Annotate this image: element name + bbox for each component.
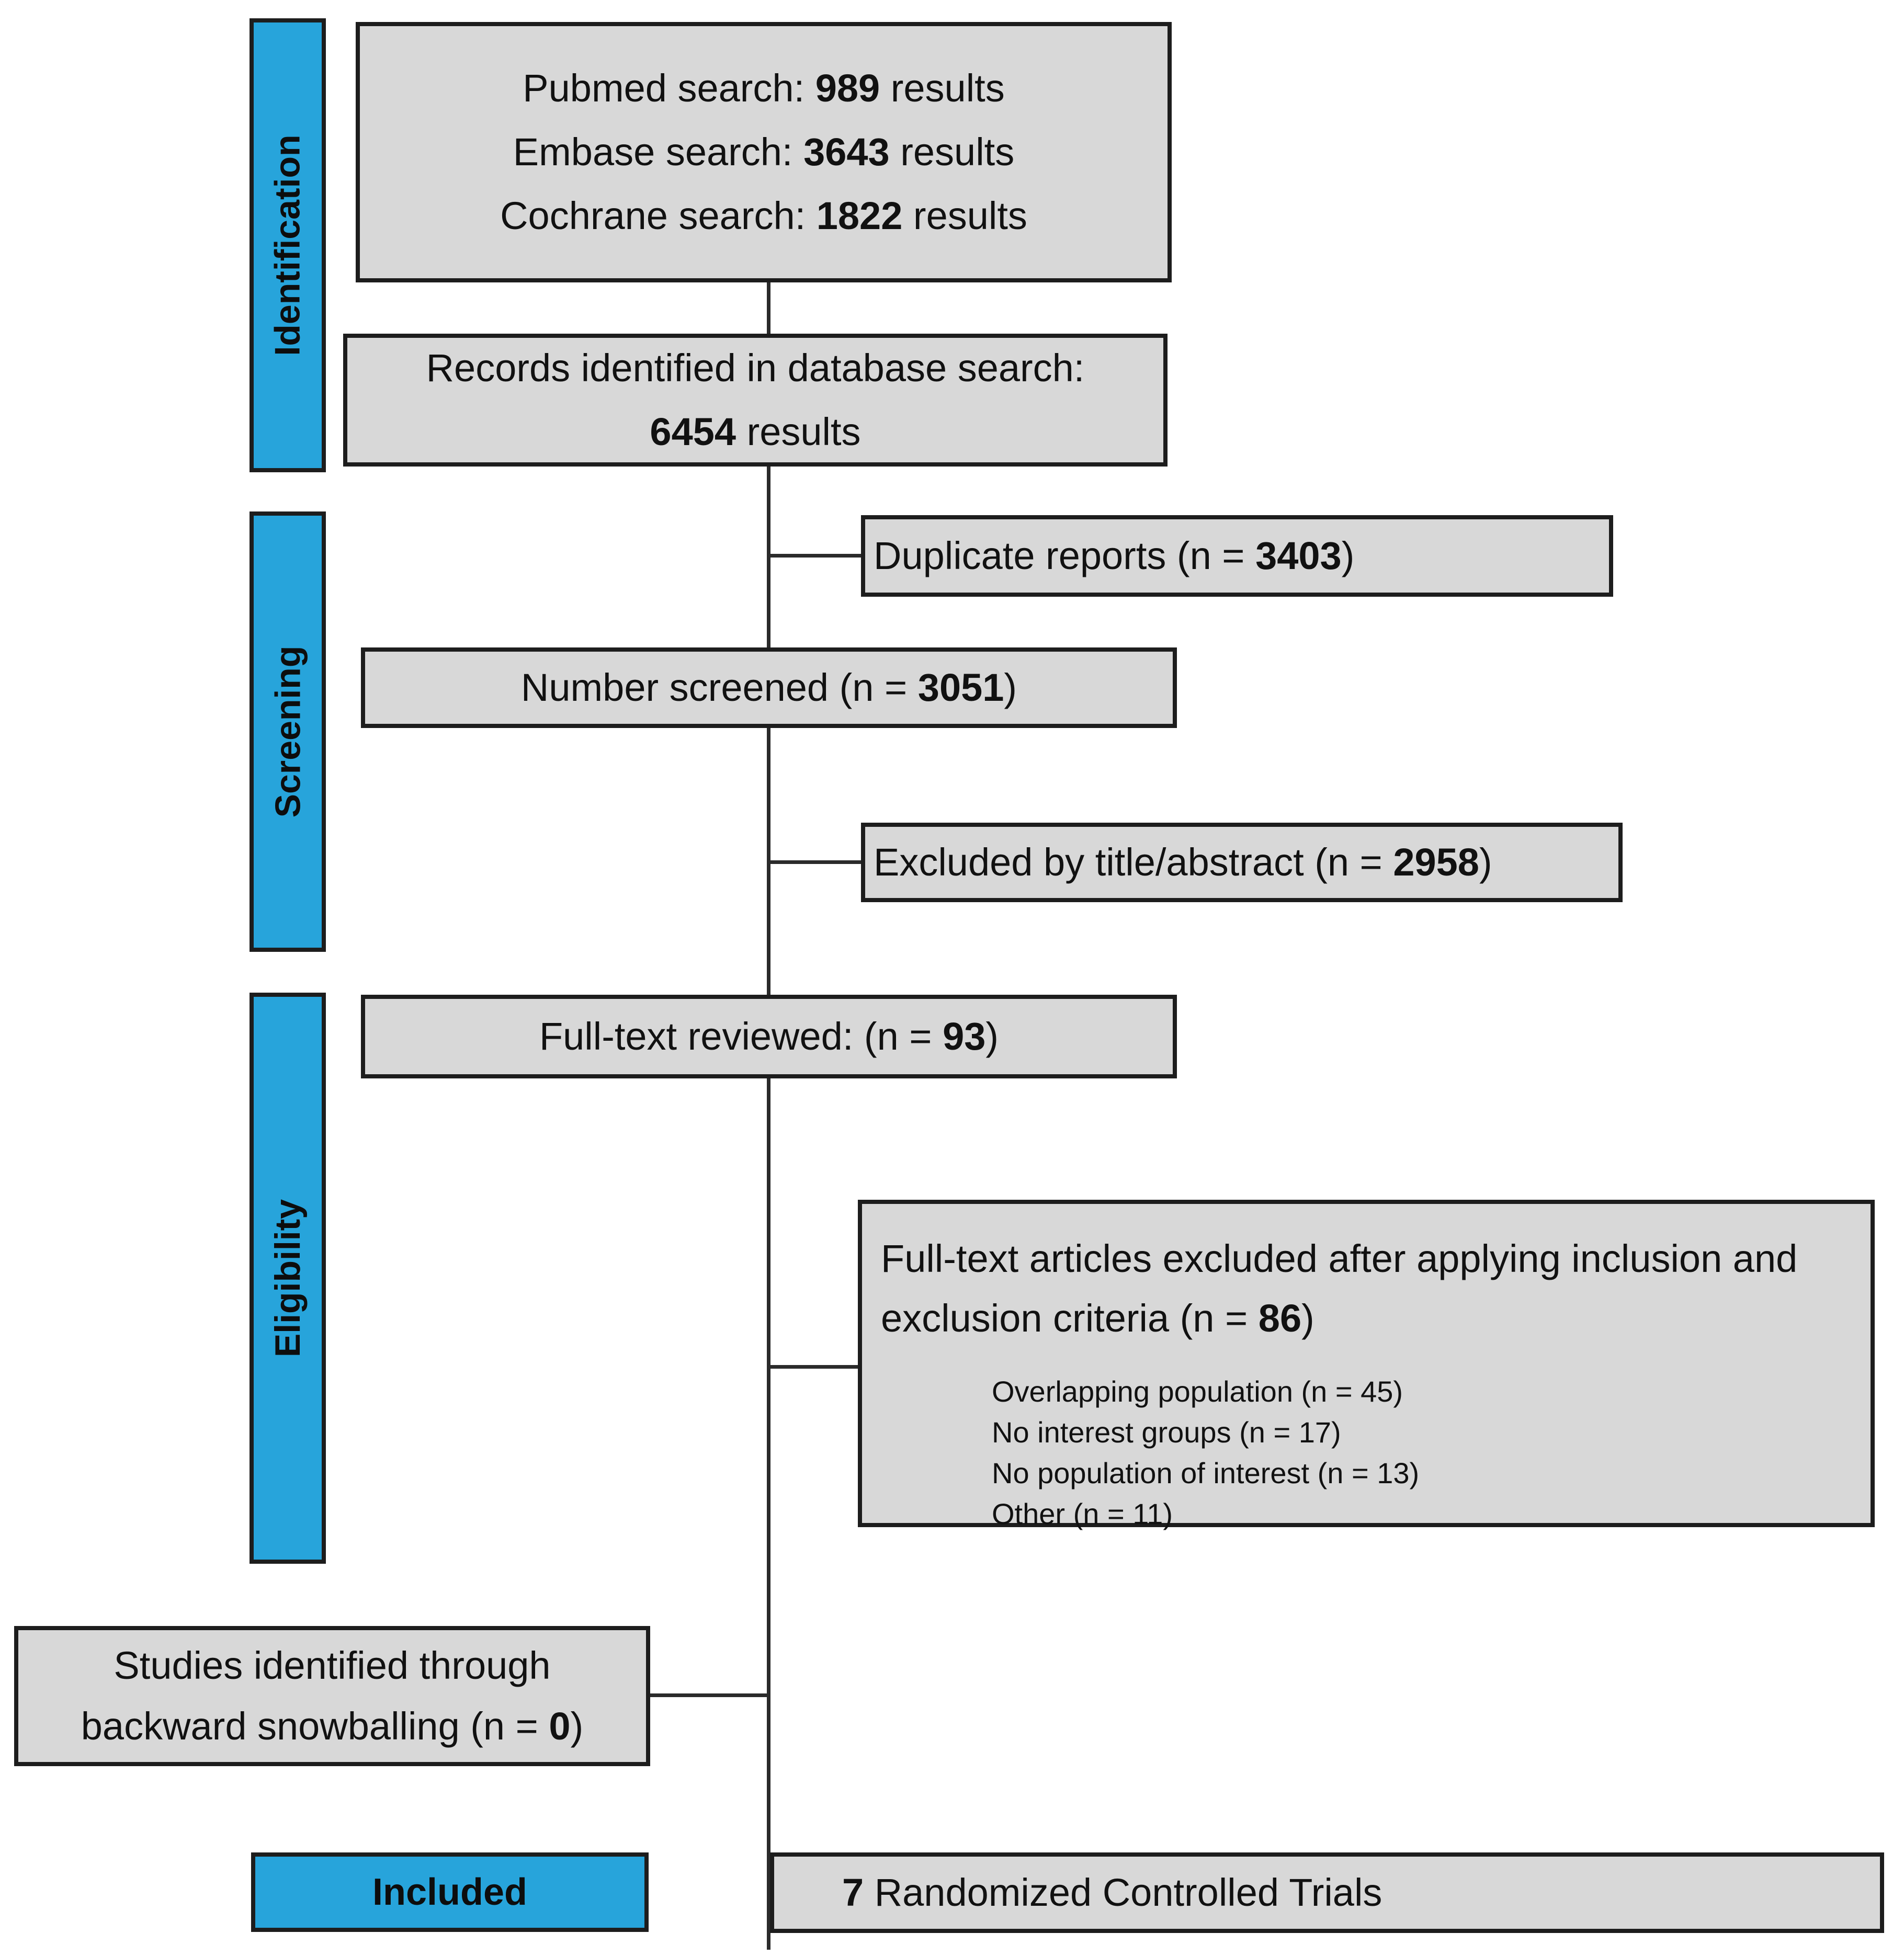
- included-result-text: 7 Randomized Controlled Trials: [842, 1861, 1382, 1925]
- box-full-text-reviewed: Full-text reviewed: (n = 93): [361, 995, 1177, 1078]
- fulltext-prefix: Full-text reviewed: (n =: [539, 1015, 943, 1058]
- pubmed-suffix: results: [880, 66, 1005, 110]
- embase-count: 3643: [803, 130, 890, 174]
- connector-snowballing-branch: [650, 1693, 770, 1697]
- stage-label-included: Included: [372, 1871, 527, 1913]
- rct-count: 7: [842, 1871, 864, 1914]
- connector-duplicates-branch: [767, 554, 864, 558]
- records-suffix: results: [736, 410, 861, 453]
- snowballing-line2: backward snowballing (n = 0): [81, 1696, 583, 1757]
- exclusion-reason-overlapping: Overlapping population (n = 45): [992, 1375, 1403, 1408]
- search-line-embase: Embase search: 3643 results: [513, 120, 1014, 184]
- cochrane-prefix: Cochrane search:: [500, 194, 817, 237]
- stage-label-eligibility: Eligibility: [268, 1199, 308, 1358]
- excluded-ta-count: 2958: [1393, 840, 1479, 884]
- duplicates-suffix: ): [1341, 534, 1355, 577]
- cochrane-suffix: results: [902, 194, 1027, 237]
- duplicate-reports-text: Duplicate reports (n = 3403): [874, 524, 1354, 588]
- records-identified-line1: Records identified in database search:: [426, 346, 1085, 390]
- search-line-cochrane: Cochrane search: 1822 results: [500, 184, 1027, 248]
- fulltext-suffix: ): [985, 1015, 999, 1058]
- duplicates-count: 3403: [1255, 534, 1342, 577]
- box-records-identified: Records identified in database search: 6…: [343, 334, 1168, 467]
- connector-title-abstract-branch: [767, 860, 864, 864]
- ft-excluded-count: 86: [1258, 1297, 1302, 1340]
- snowballing-suffix: ): [570, 1704, 584, 1748]
- embase-suffix: results: [889, 130, 1015, 174]
- box-duplicate-reports: Duplicate reports (n = 3403): [861, 515, 1613, 597]
- box-excluded-title-abstract: Excluded by title/abstract (n = 2958): [861, 823, 1623, 902]
- stage-bar-screening: Screening: [250, 511, 326, 952]
- exclusion-reason-no-population: No population of interest (n = 13): [992, 1457, 1420, 1489]
- ft-excluded-prefix: Full-text articles excluded after applyi…: [881, 1237, 1798, 1340]
- excluded-ta-prefix: Excluded by title/abstract (n =: [874, 840, 1393, 884]
- fulltext-count: 93: [943, 1015, 986, 1058]
- connector-trunk-line: [767, 282, 770, 1950]
- full-text-excluded-header: Full-text articles excluded after applyi…: [881, 1229, 1855, 1348]
- screened-prefix: Number screened (n =: [520, 666, 918, 709]
- stage-label-screening: Screening: [268, 645, 308, 818]
- screened-count: 3051: [917, 666, 1004, 709]
- snowballing-prefix: backward snowballing (n =: [81, 1704, 549, 1748]
- box-number-screened: Number screened (n = 3051): [361, 647, 1177, 728]
- excluded-title-abstract-text: Excluded by title/abstract (n = 2958): [874, 831, 1492, 894]
- stage-bar-eligibility: Eligibility: [250, 993, 326, 1564]
- records-count: 6454: [650, 410, 736, 453]
- excluded-ta-suffix: ): [1479, 840, 1492, 884]
- cochrane-count: 1822: [816, 194, 903, 237]
- screened-suffix: ): [1004, 666, 1017, 709]
- pubmed-prefix: Pubmed search:: [523, 66, 815, 110]
- box-included-result: 7 Randomized Controlled Trials: [770, 1852, 1884, 1933]
- duplicates-prefix: Duplicate reports (n =: [874, 534, 1256, 577]
- box-backward-snowballing: Studies identified through backward snow…: [14, 1626, 650, 1766]
- pubmed-count: 989: [815, 66, 880, 110]
- box-database-searches: Pubmed search: 989 results Embase search…: [356, 22, 1172, 282]
- stage-bar-identification: Identification: [250, 18, 326, 472]
- full-text-excluded-reasons: Overlapping population (n = 45) No inter…: [992, 1371, 1855, 1534]
- ft-excluded-suffix: ): [1301, 1297, 1314, 1340]
- connector-fulltext-excluded-branch: [767, 1365, 861, 1369]
- stage-label-included-box: Included: [251, 1852, 649, 1932]
- exclusion-reason-no-interest-groups: No interest groups (n = 17): [992, 1416, 1341, 1449]
- search-line-pubmed: Pubmed search: 989 results: [523, 56, 1004, 120]
- exclusion-reason-other: Other (n = 11): [992, 1497, 1173, 1530]
- stage-label-identification: Identification: [268, 134, 308, 356]
- records-identified-line2: 6454 results: [650, 400, 860, 464]
- rct-suffix: Randomized Controlled Trials: [864, 1871, 1382, 1914]
- number-screened-text: Number screened (n = 3051): [521, 656, 1017, 720]
- box-full-text-excluded: Full-text articles excluded after applyi…: [858, 1200, 1875, 1530]
- full-text-reviewed-text: Full-text reviewed: (n = 93): [539, 1005, 999, 1068]
- snowballing-count: 0: [549, 1704, 571, 1748]
- snowballing-line1: Studies identified through: [114, 1644, 551, 1687]
- embase-prefix: Embase search:: [513, 130, 804, 174]
